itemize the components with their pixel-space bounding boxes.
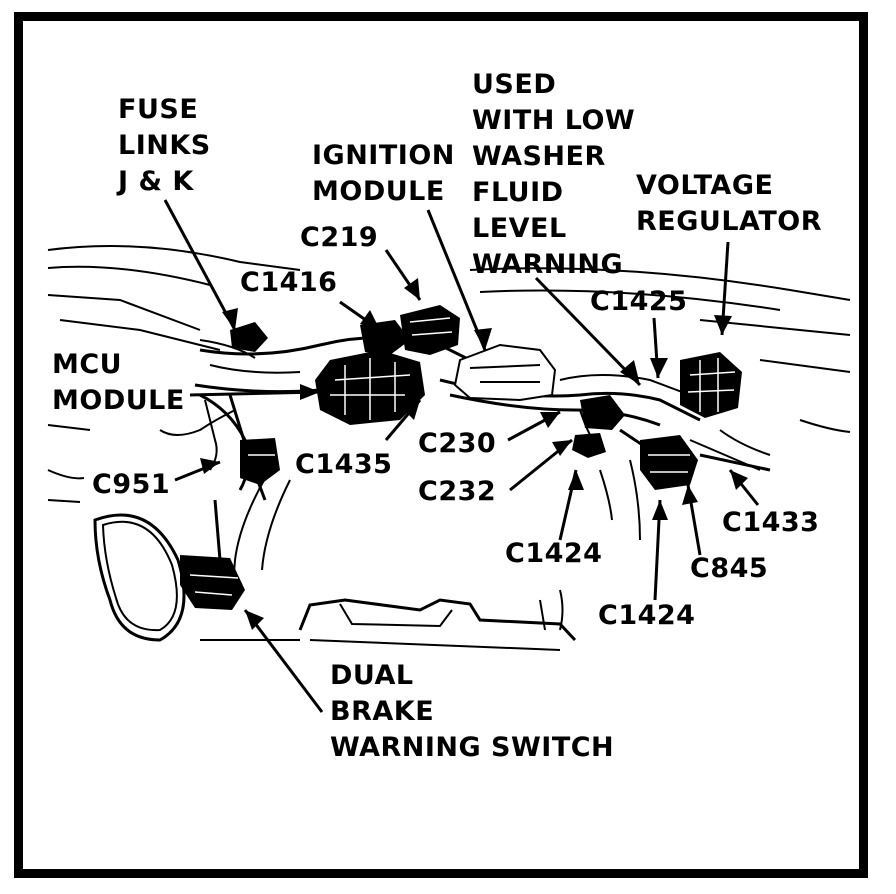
label-c1435: C1435 xyxy=(295,449,393,480)
label-mcu-module: MCU MODULE xyxy=(52,347,185,419)
label-c1425: C1425 xyxy=(590,286,688,317)
label-line: FUSE xyxy=(118,94,199,125)
label-line: WARNING SWITCH xyxy=(330,732,615,763)
label-line: FLUID xyxy=(472,177,564,208)
label-washer-fluid-warning: USED WITH LOW WASHER FLUID LEVEL WARNING xyxy=(472,67,635,283)
label-c230: C230 xyxy=(418,428,497,459)
label-c219: C219 xyxy=(300,222,379,253)
diagram-frame xyxy=(14,12,868,878)
connector-texture xyxy=(189,317,736,596)
label-line: DUAL xyxy=(330,660,414,691)
label-ignition-module: IGNITION MODULE xyxy=(312,138,455,210)
label-line: MODULE xyxy=(312,176,445,207)
label-line: J & K xyxy=(118,166,194,197)
label-c845: C845 xyxy=(690,553,769,584)
label-line: WARNING xyxy=(472,249,624,280)
label-line: LINKS xyxy=(118,130,211,161)
label-dual-brake-warning-switch: DUAL BRAKE WARNING SWITCH xyxy=(330,658,614,766)
label-line: MODULE xyxy=(52,385,185,416)
body-outlines xyxy=(47,245,851,651)
label-c1424-left: C1424 xyxy=(505,538,603,569)
label-line: WASHER xyxy=(472,141,606,172)
connector-blocks xyxy=(180,305,742,610)
label-c1424-right: C1424 xyxy=(598,600,696,631)
label-line: WITH LOW xyxy=(472,105,636,136)
label-line: USED xyxy=(472,69,557,100)
leader-arrowheads xyxy=(200,278,748,630)
label-voltage-regulator: VOLTAGE REGULATOR xyxy=(636,168,822,240)
label-line: IGNITION xyxy=(312,140,455,171)
label-line: BRAKE xyxy=(330,696,435,727)
label-c951: C951 xyxy=(92,469,171,500)
label-c1433: C1433 xyxy=(722,507,820,538)
label-line: VOLTAGE xyxy=(636,170,774,201)
label-line: MCU xyxy=(52,349,123,380)
label-c232: C232 xyxy=(418,476,497,507)
ignition-module-body xyxy=(453,343,557,402)
label-fuse-links: FUSE LINKS J & K xyxy=(118,92,211,200)
label-c1416: C1416 xyxy=(240,267,338,298)
label-line: LEVEL xyxy=(472,213,567,244)
label-line: REGULATOR xyxy=(636,206,822,237)
